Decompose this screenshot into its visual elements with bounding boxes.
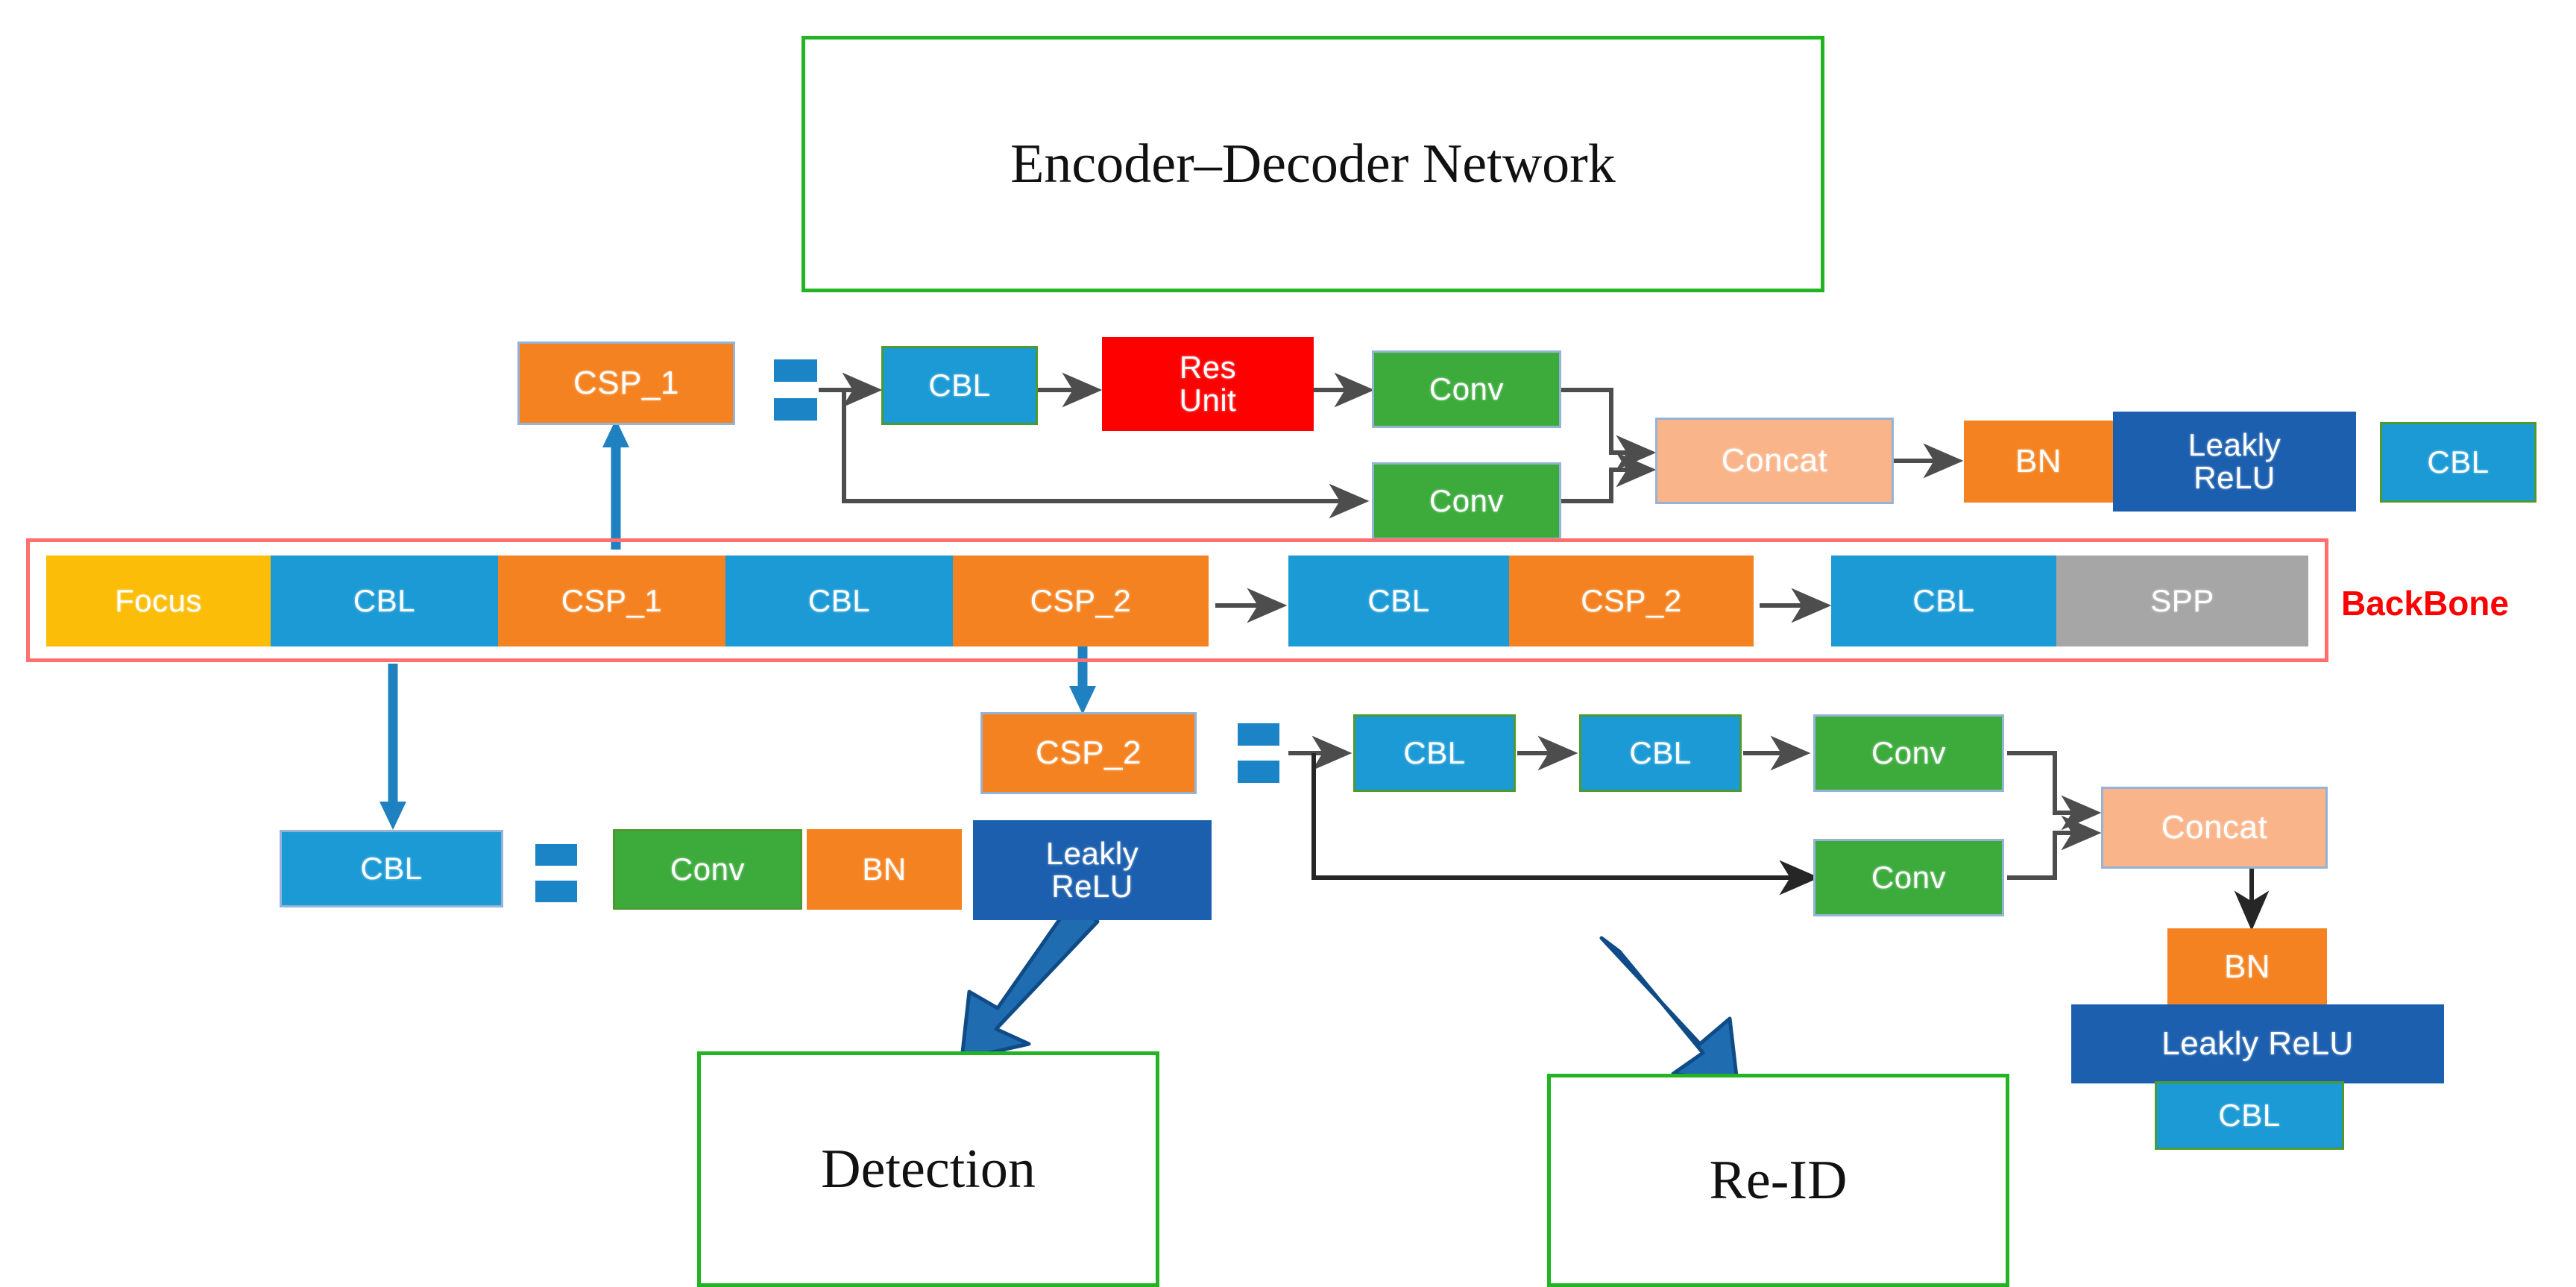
detection-output-label: Detection [821,1138,1036,1200]
csp2-bn[interactable]: BN [2167,928,2327,1006]
csp1-bn[interactable]: BN [1964,421,2113,503]
cbl-leakly-relu-label: Leakly ReLU [1045,835,1139,904]
cbl-leakly-relu[interactable]: Leakly ReLU [973,820,1212,920]
cbl-conv[interactable]: Conv [613,829,802,910]
csp2-branch-top-cbl-1-label: CBL [1403,734,1466,770]
detection-arrow [960,897,1100,1061]
csp1-merge-cbl[interactable]: CBL [2380,422,2536,503]
backbone-block-cbl-3[interactable]: CBL [1288,556,1509,646]
cbl-source-label: CBL [360,850,423,886]
csp1-res-unit[interactable]: Res Unit [1102,337,1314,431]
csp1-concat[interactable]: Concat [1655,418,1894,504]
cbl-bn[interactable]: BN [807,829,962,910]
encoder-decoder-label: Encoder–Decoder Network [1010,133,1616,195]
backbone-block-spp-label: SPP [2150,582,2214,618]
csp1-concat-label: Concat [1721,441,1828,479]
backbone-block-csp1[interactable]: CSP_1 [498,556,725,646]
csp1-res-unit-label: Res Unit [1179,349,1237,418]
csp2-leakly-relu[interactable]: Leakly ReLU [2071,1004,2444,1083]
csp2-leakly-relu-label: Leakly ReLU [2161,1025,2354,1062]
csp2-branch-top-cbl-2-label: CBL [1629,734,1692,770]
backbone-block-cbl-1-label: CBL [353,582,416,618]
csp2-branch-bottom-conv[interactable]: Conv [1813,839,2004,916]
csp2-source-label: CSP_2 [1036,734,1141,771]
csp1-merge-cbl-label: CBL [2427,444,2490,479]
reid-output-box: Re-ID [1547,1074,2009,1287]
backbone-block-cbl-2[interactable]: CBL [725,556,953,646]
backbone-block-csp1-label: CSP_1 [561,582,663,618]
backbone-block-csp2-1[interactable]: CSP_2 [953,556,1209,646]
csp1-bn-label: BN [2015,442,2062,479]
backbone-block-cbl-4[interactable]: CBL [1831,556,2056,646]
csp1-leakly-relu[interactable]: Leakly ReLU [2113,412,2356,512]
backbone-block-cbl-2-label: CBL [807,582,871,618]
cbl-bn-label: BN [862,851,907,887]
csp1-branch-top-cbl[interactable]: CBL [881,346,1038,425]
csp2-source-block[interactable]: CSP_2 [980,712,1197,794]
csp2-merge-cbl[interactable]: CBL [2155,1081,2344,1150]
csp1-branch-bottom-conv-label: Conv [1429,482,1505,518]
csp1-branch-top-cbl-label: CBL [928,367,991,403]
cbl-conv-label: Conv [670,851,746,887]
csp2-merge-cbl-label: CBL [2218,1097,2281,1133]
backbone-label: BackBone [2341,584,2509,623]
csp1-branch-bottom-conv[interactable]: Conv [1372,462,1561,540]
csp1-branch-top-conv[interactable]: Conv [1372,350,1561,428]
csp2-concat[interactable]: Concat [2101,787,2328,869]
backbone-block-csp2-1-label: CSP_2 [1030,582,1132,618]
csp1-branch-top-conv-label: Conv [1429,371,1505,406]
backbone-block-focus-label: Focus [115,582,202,618]
csp2-branch-top-cbl-1[interactable]: CBL [1353,714,1516,792]
backbone-block-focus[interactable]: Focus [46,556,271,646]
backbone-block-csp2-2[interactable]: CSP_2 [1509,556,1754,646]
backbone-block-spp[interactable]: SPP [2056,556,2308,646]
encoder-decoder-box: Encoder–Decoder Network [802,36,1824,292]
cbl-source-block[interactable]: CBL [280,830,503,907]
backbone-block-cbl-4-label: CBL [1912,582,1975,618]
csp2-branch-top-cbl-2[interactable]: CBL [1579,714,1742,792]
csp2-concat-label: Concat [2161,808,2268,846]
csp1-source-label: CSP_1 [573,364,679,401]
cbl-equals-icon [535,843,577,904]
reid-output-label: Re-ID [1709,1149,1848,1211]
backbone-block-csp2-2-label: CSP_2 [1581,582,1682,618]
csp2-branch-top-conv[interactable]: Conv [1813,714,2004,792]
csp2-equals-icon [1238,722,1279,784]
backbone-block-cbl-3-label: CBL [1367,582,1430,618]
backbone-block-cbl-1[interactable]: CBL [271,556,498,646]
csp1-leakly-relu-label: Leakly ReLU [2188,427,2281,495]
reid-arrow [1599,936,1739,1085]
csp1-equals-icon [774,358,817,422]
csp2-branch-bottom-conv-label: Conv [1871,859,1947,895]
csp1-source-block[interactable]: CSP_1 [517,342,735,425]
detection-output-box: Detection [697,1051,1159,1287]
backbone-outline [26,538,2328,662]
csp2-branch-top-conv-label: Conv [1871,734,1947,770]
csp2-bn-label: BN [2223,948,2271,985]
